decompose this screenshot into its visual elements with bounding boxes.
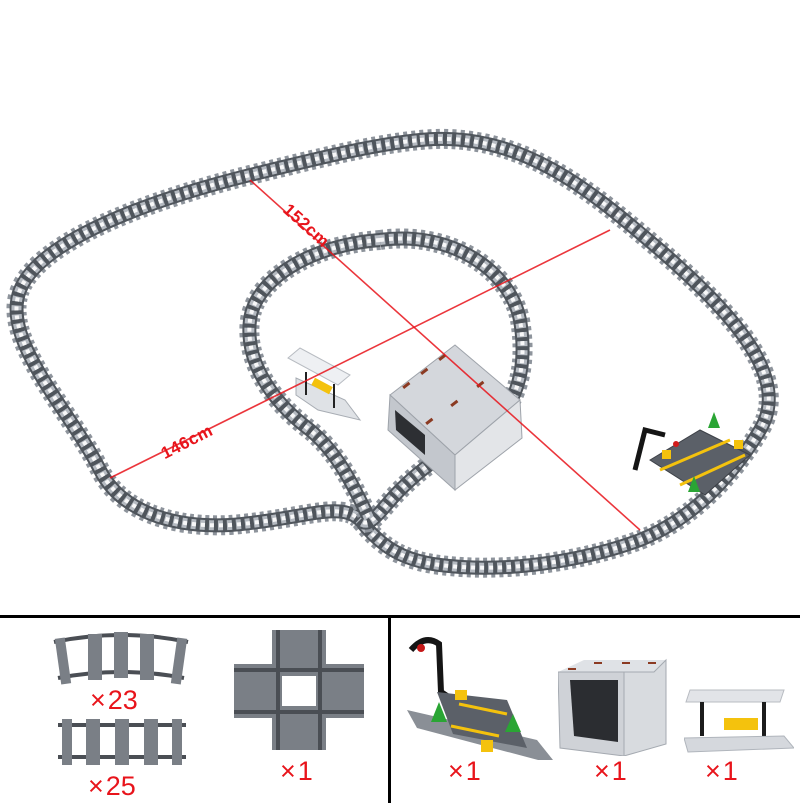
railroad-crossing-quantity: ×1 — [448, 756, 481, 786]
tunnel-quantity: ×1 — [594, 756, 627, 786]
cross-track-icon — [234, 630, 364, 750]
cross-track-quantity: ×1 — [280, 756, 313, 786]
tunnel-set — [557, 656, 678, 761]
panel-divider — [388, 618, 391, 803]
straight-track-piece — [56, 717, 188, 772]
track-layout-drawing — [6, 128, 779, 578]
tunnel-icon — [557, 658, 667, 757]
train-station-platform — [287, 347, 362, 421]
station-platform-quantity: ×1 — [705, 756, 738, 786]
track-layout-scene: 152cm 146cm — [6, 128, 779, 578]
railroad-crossing-set — [397, 630, 557, 765]
railroad-crossing — [632, 412, 751, 496]
curved-track-icon — [53, 632, 189, 685]
curved-track-piece — [50, 630, 192, 695]
station-platform-icon — [683, 689, 796, 753]
dimension-line-146cm — [109, 229, 611, 479]
parts-list-panel: ×23 ×25 — [0, 615, 800, 803]
dimension-line-152cm — [249, 179, 641, 531]
inner-track-loop — [239, 228, 533, 533]
cross-track-piece — [234, 630, 364, 755]
straight-track-icon — [58, 719, 186, 765]
straight-track-quantity: ×25 — [88, 771, 136, 801]
railroad-crossing-icon — [407, 637, 557, 765]
tunnel — [387, 344, 523, 492]
curved-track-quantity: ×23 — [90, 685, 138, 715]
station-platform-set — [683, 686, 796, 761]
